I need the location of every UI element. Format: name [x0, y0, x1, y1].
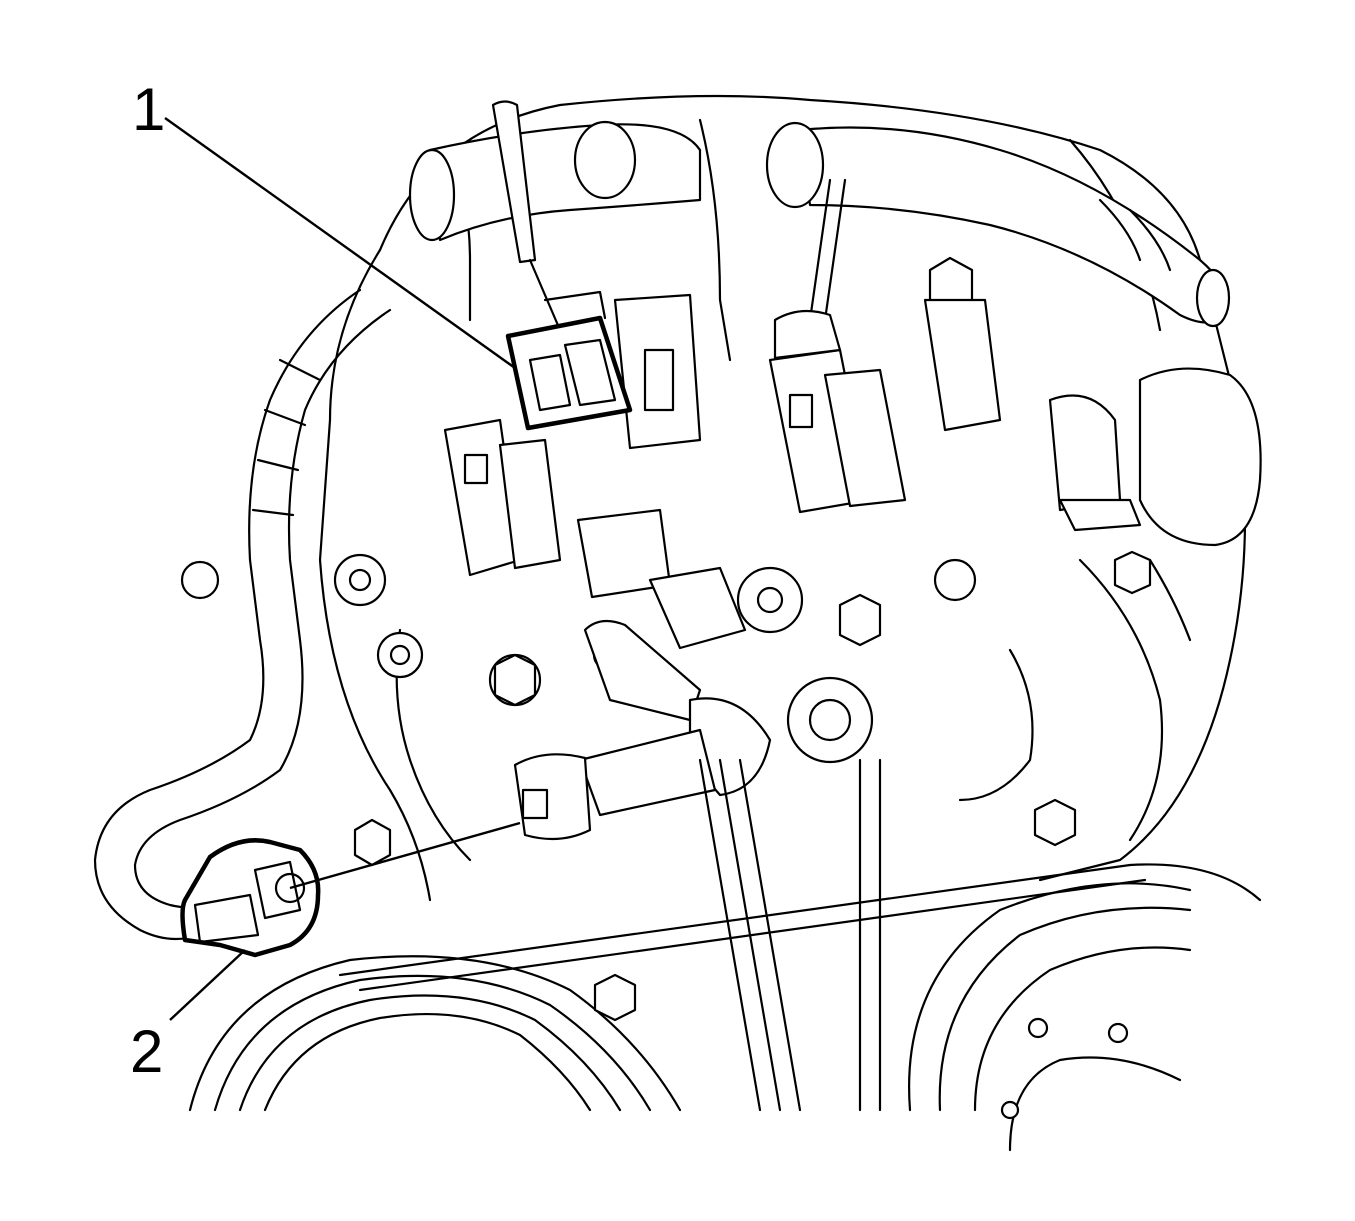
callout-1-leader [164, 117, 516, 369]
callout-2-leader [169, 949, 246, 1021]
upper-left-hose [408, 120, 702, 242]
callout-2-sensor-link [289, 821, 521, 890]
callout-1-connector [505, 290, 633, 431]
bolts-and-bosses [180, 256, 1262, 867]
cam-sensor [513, 566, 772, 841]
callout-2-sensor [180, 838, 321, 958]
drive-belt [338, 863, 1262, 992]
callout-label-1: 1 [132, 76, 165, 143]
callout-label-2: 2 [130, 1018, 163, 1085]
upper-coolant-hose [765, 121, 1231, 328]
timing-cover [698, 758, 882, 1112]
accessory-pulley [908, 882, 1192, 1152]
coil-connectors [443, 293, 907, 599]
sensor-wires [491, 100, 847, 332]
crankshaft-pulley [188, 955, 682, 1112]
wiring-harness [93, 288, 392, 941]
